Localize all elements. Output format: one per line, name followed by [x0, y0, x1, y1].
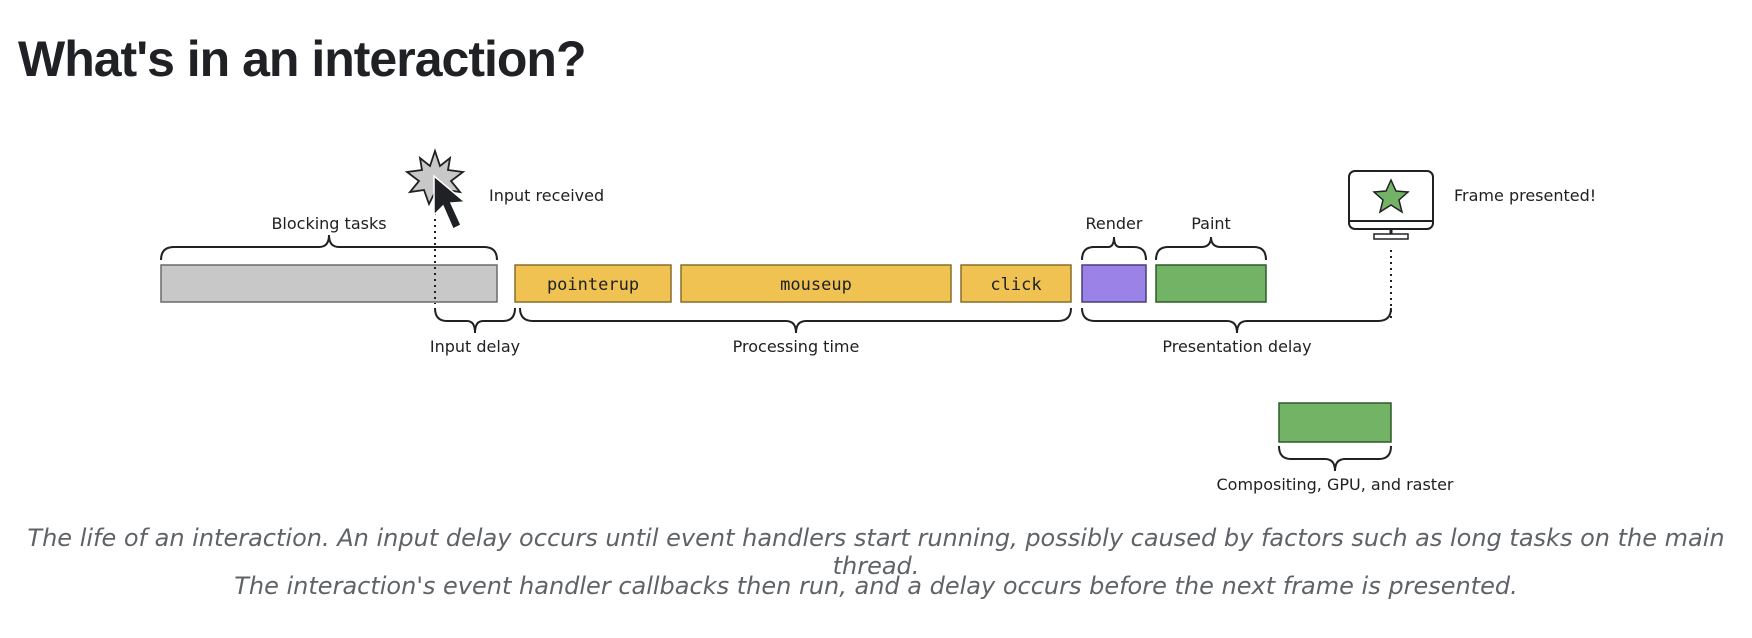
- input-delay-label: Input delay: [430, 337, 520, 356]
- presentation-delay-brace: [1081, 307, 1392, 334]
- render-brace: [1081, 236, 1147, 261]
- caption-line-1: The life of an interaction. An input del…: [27, 524, 1725, 580]
- event-box-mouseup: [680, 264, 952, 303]
- compositing-brace: [1278, 445, 1392, 472]
- blocking-tasks-bar: [160, 264, 498, 303]
- paint-box: [1155, 264, 1267, 303]
- event-box-click: [960, 264, 1072, 303]
- input-received-label: Input received: [489, 186, 604, 205]
- compositing-label: Compositing, GPU, and raster: [1217, 475, 1454, 494]
- blocking-tasks-label: Blocking tasks: [271, 214, 386, 233]
- caption-line-2: The interaction's event handler callback…: [234, 572, 1518, 600]
- input-delay-brace: [434, 307, 516, 334]
- paint-label: Paint: [1191, 214, 1231, 233]
- render-label: Render: [1086, 214, 1143, 233]
- event-label-pointerup: pointerup: [547, 275, 639, 295]
- processing-time-label: Processing time: [733, 337, 860, 356]
- frame-presented-label: Frame presented!: [1454, 186, 1596, 205]
- star-icon: [1372, 178, 1410, 214]
- processing-time-brace: [519, 307, 1072, 334]
- event-label-mouseup: mouseup: [780, 275, 852, 295]
- render-box: [1081, 264, 1147, 303]
- event-label-click: click: [990, 275, 1041, 295]
- paint-brace: [1155, 236, 1267, 261]
- mouse-cursor-icon: [433, 174, 467, 231]
- page-title: What's in an interaction?: [18, 31, 586, 87]
- presentation-delay-label: Presentation delay: [1162, 337, 1311, 356]
- event-box-pointerup: [514, 264, 672, 303]
- compositing-box: [1278, 402, 1392, 443]
- blocking-tasks-brace: [160, 234, 498, 261]
